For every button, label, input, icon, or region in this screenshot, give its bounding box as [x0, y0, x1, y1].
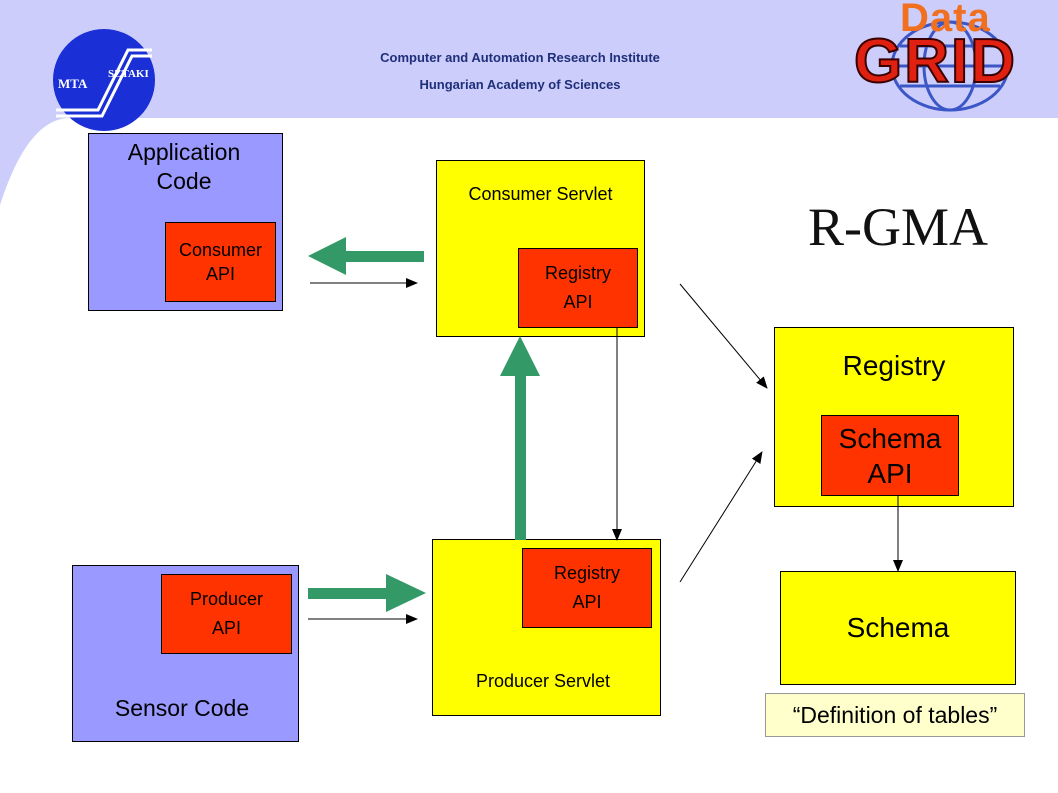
consumer-api-line-2: API: [205, 264, 235, 284]
green-arrow-to-producer-servlet: [308, 574, 426, 612]
arrow-consumer-servlet-to-registry: [679, 283, 768, 389]
logo-data-text: Data: [900, 0, 991, 40]
producer-api-line-1: Producer: [189, 589, 264, 610]
schema-api-box: Schema API: [821, 415, 959, 496]
logo-sztaki-text: SZTAKI: [108, 68, 149, 80]
registry-label: Registry: [842, 350, 946, 381]
application-label-line-2: Code: [156, 167, 212, 194]
schema-api-line-1: Schema: [838, 422, 942, 454]
header-band: [0, 0, 1058, 205]
producer-api-line-2: API: [211, 618, 241, 638]
datagrid-logo: Data GRID: [848, 0, 1054, 112]
logo-circle-icon: [53, 29, 155, 131]
producer-servlet-label: Producer Servlet: [475, 671, 611, 691]
definition-of-tables-note: “Definition of tables”: [765, 693, 1025, 737]
green-arrow-to-application: [308, 237, 424, 275]
consumer-registry-api-line-2: API: [563, 292, 593, 312]
sensor-code-label: Sensor Code: [114, 695, 250, 721]
schema-box: Schema: [780, 571, 1016, 685]
globe-icon: [890, 20, 1010, 112]
logo-grid-text: GRID: [853, 26, 1017, 97]
mta-sztaki-logo: MTA SZTAKI: [52, 28, 156, 132]
consumer-servlet-label: Consumer Servlet: [468, 184, 613, 204]
institute-line-2: Hungarian Academy of Sciences: [419, 77, 621, 92]
consumer-api-line-1: Consumer: [178, 239, 263, 260]
slide-title: R-GMA: [807, 197, 988, 257]
producer-api-box: Producer API: [161, 574, 292, 654]
producer-registry-api-box: Registry API: [522, 548, 652, 628]
arrow-producer-servlet-to-registry: [679, 451, 763, 583]
institute-line-1: Computer and Automation Research Institu…: [380, 50, 660, 65]
consumer-api-box: Consumer API: [165, 222, 276, 302]
institute-text: Computer and Automation Research Institu…: [330, 44, 710, 98]
logo-mta-text: MTA: [58, 76, 88, 91]
application-label-line-1: Application: [127, 139, 241, 165]
producer-registry-api-line-1: Registry: [553, 563, 620, 584]
consumer-registry-api-box: Registry API: [518, 248, 638, 328]
consumer-registry-api-line-1: Registry: [544, 263, 611, 284]
schema-api-line-2: API: [867, 457, 913, 489]
producer-registry-api-line-2: API: [572, 592, 602, 612]
application-code-label: Application Code: [89, 138, 279, 196]
definition-of-tables-text: “Definition of tables”: [792, 701, 998, 728]
green-arrow-up-to-consumer-servlet: [500, 336, 540, 540]
schema-label: Schema: [846, 612, 950, 643]
